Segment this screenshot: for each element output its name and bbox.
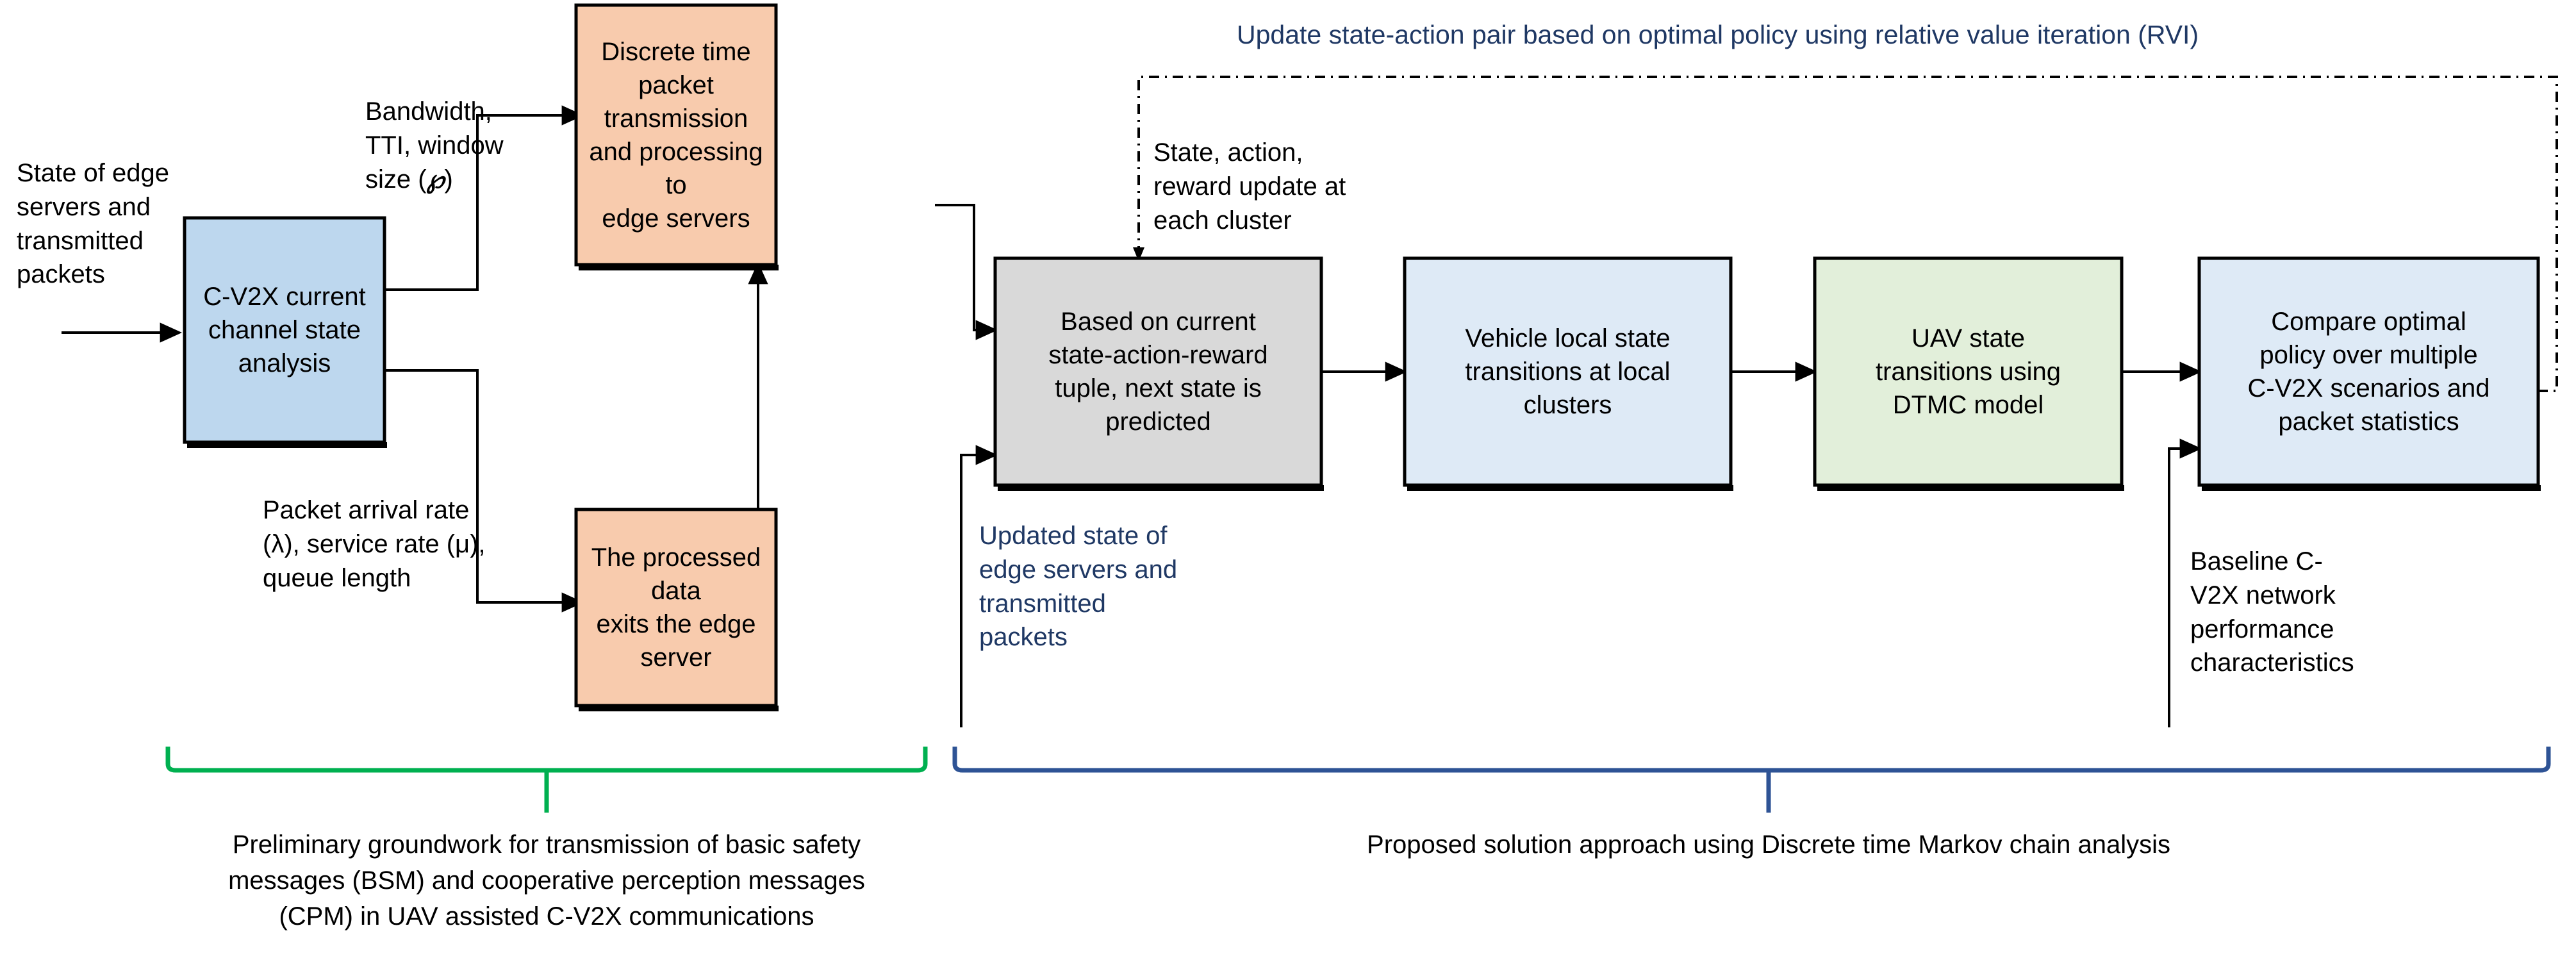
- diagram-title-rvi: Update state-action pair based on optima…: [1237, 20, 2199, 49]
- feedback-loop-rvi: [1137, 76, 2558, 392]
- arrow-cv2x-to-discrete: [384, 105, 584, 291]
- caption-left-section: Preliminary groundwork for transmission …: [228, 831, 865, 931]
- box-cv2x-channel: [183, 216, 386, 444]
- box-label-next-state: Based on current state-action-reward tup…: [1048, 308, 1268, 436]
- bracket-green: [165, 747, 928, 813]
- box-label-compare-policy: Compare optimal policy over multiple C-V…: [2247, 308, 2490, 436]
- box-uav-state: [1813, 256, 2124, 487]
- box-label-vehicle-local: Vehicle local state transitions at local…: [1465, 324, 1671, 419]
- annotation-bandwidth-tail: ): [444, 165, 453, 194]
- box-shapes: [183, 3, 2541, 711]
- box-discrete-time: [574, 3, 778, 267]
- annotation-bandwidth-tti-window: Bandwidth, TTI, window size (℘): [365, 95, 577, 196]
- box-compare-policy: [2197, 256, 2540, 487]
- box-vehicle-local: [1403, 256, 1733, 487]
- caption-right-section: Proposed solution approach using Discret…: [1367, 831, 2170, 859]
- box-label-cv2x-channel: C-V2X current channel state analysis: [203, 283, 366, 377]
- arrow-updatedstate-to-nextstate: [960, 445, 998, 727]
- box-label-discrete-time: Discrete time packet transmission and pr…: [589, 37, 763, 233]
- box-label-uav-state: UAV state transitions using DTMC model: [1875, 324, 2061, 419]
- annotation-updated-state: Updated state of edge servers and transm…: [979, 522, 1178, 652]
- feedback-loop-arrowhead: [1133, 247, 1144, 261]
- bracket-blue: [952, 747, 2551, 813]
- annotation-baseline-network-performance: Baseline C- V2X network performance char…: [2190, 547, 2354, 677]
- annotation-state-action-reward-update: State, action, reward update at each clu…: [1153, 138, 1346, 235]
- annotation-packet-arrival-rate: Packet arrival rate (λ), service rate (μ…: [263, 496, 486, 592]
- arrow-baseline-to-compare: [2168, 438, 2202, 727]
- box-processed-data: [574, 508, 778, 708]
- annotation-state-of-edge-servers: State of edge servers and transmitted pa…: [17, 159, 169, 289]
- window-size-symbol: ℘: [426, 164, 445, 194]
- box-next-state: [993, 256, 1323, 487]
- arrow-discrete-to-nextstate: [935, 204, 998, 340]
- annotation-bandwidth-text: Bandwidth, TTI, window size (: [365, 97, 504, 194]
- box-label-processed-data: The processed data exits the edge server: [591, 543, 761, 672]
- arrow-cv2x-to-processed: [384, 369, 584, 613]
